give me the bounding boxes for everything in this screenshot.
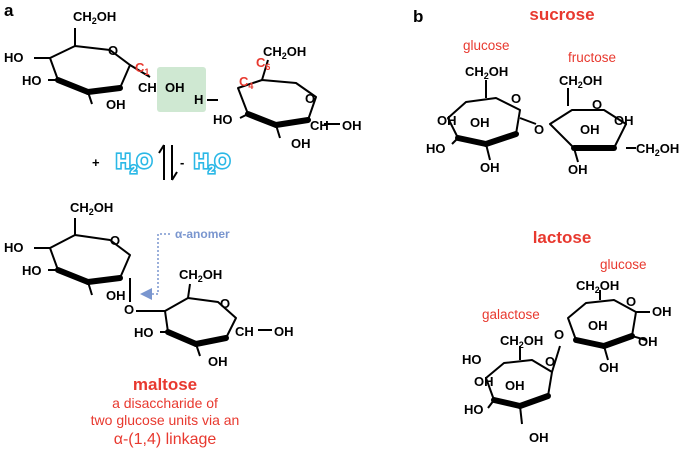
c4-label: C4 <box>239 74 253 91</box>
svg-text:O: O <box>534 122 544 137</box>
svg-text:OH: OH <box>291 136 311 151</box>
svg-text:HO: HO <box>134 325 154 340</box>
glucose-ring-1: CH2OH O HO HO OH C1 CH <box>4 9 157 112</box>
svg-text:two glucose units via an: two glucose units via an <box>91 412 240 428</box>
svg-text:HO: HO <box>22 263 42 278</box>
svg-text:O: O <box>305 91 315 106</box>
svg-text:OH: OH <box>165 80 185 95</box>
svg-text:OH: OH <box>638 334 658 349</box>
svg-text:O: O <box>220 296 230 311</box>
svg-text:CH2OH: CH2OH <box>73 9 116 26</box>
svg-text:a disaccharide of: a disaccharide of <box>112 395 218 411</box>
svg-text:CH2OH: CH2OH <box>70 200 113 217</box>
svg-text:H2O: H2O <box>194 151 230 176</box>
svg-text:α-(1,4) linkage: α-(1,4) linkage <box>114 431 217 448</box>
svg-text:HO: HO <box>462 352 482 367</box>
sucrose-glucose-label: glucose <box>463 38 510 53</box>
svg-text:CH2OH: CH2OH <box>576 278 619 295</box>
svg-text:HO: HO <box>22 73 42 88</box>
svg-text:OH: OH <box>505 378 525 393</box>
svg-text:HO: HO <box>213 112 233 127</box>
svg-text:OH: OH <box>480 160 500 175</box>
svg-text:OH: OH <box>614 113 634 128</box>
svg-text:O: O <box>592 97 602 112</box>
anomer-label: α-anomer <box>175 227 230 241</box>
svg-text:OH: OH <box>580 122 600 137</box>
svg-text:H2O: H2O <box>116 151 152 176</box>
svg-text:CH2OH: CH2OH <box>465 64 508 81</box>
svg-text:OH: OH <box>106 97 126 112</box>
lactose-glucose-label: glucose <box>600 257 647 272</box>
ring-oxygen: O <box>108 43 118 58</box>
svg-text:OH: OH <box>474 374 494 389</box>
svg-text:+: + <box>92 155 100 170</box>
hydrolysis-equilibrium: + H2O - H2O <box>92 144 232 181</box>
c6-label: C6 <box>256 55 270 72</box>
svg-text:CH2OH: CH2OH <box>263 44 306 61</box>
maltose-title: maltose <box>133 375 197 394</box>
svg-text:HO: HO <box>464 402 484 417</box>
glucose-ring-2: C6 CH2OH C4 O HO OH CH OH <box>213 44 362 151</box>
svg-text:OH: OH <box>599 360 619 375</box>
lactose-glucose-ring: CH2OH O OH OH OH OH O <box>554 278 672 375</box>
svg-text:-: - <box>180 155 184 170</box>
svg-text:HO: HO <box>426 141 446 156</box>
svg-text:OH: OH <box>652 304 672 319</box>
glycosidic-oxygen: O <box>124 302 134 317</box>
svg-text:OH: OH <box>568 162 588 177</box>
svg-text:HO: HO <box>4 240 24 255</box>
svg-text:OH: OH <box>470 115 490 130</box>
svg-text:CH2OH: CH2OH <box>559 73 602 90</box>
sucrose-fructose-label: fructose <box>568 50 616 65</box>
maltose-ring-2: CH2OH O HO OH CH OH <box>134 267 294 369</box>
svg-text:O: O <box>554 327 564 342</box>
svg-text:OH: OH <box>437 113 457 128</box>
svg-text:OH: OH <box>106 288 126 303</box>
sucrose-fructose-ring: CH2OH O OH OH OH CH2OH <box>549 73 679 177</box>
lactose-title: lactose <box>533 228 592 247</box>
svg-text:O: O <box>511 91 521 106</box>
maltose-ring-1: CH2OH O HO HO OH O <box>4 200 134 317</box>
svg-text:CH: CH <box>310 118 329 133</box>
c1-label: C1 <box>135 60 149 77</box>
svg-text:OH: OH <box>342 118 362 133</box>
svg-text:CH: CH <box>138 80 157 95</box>
svg-text:OH: OH <box>208 354 228 369</box>
svg-text:H: H <box>194 92 203 107</box>
anomer-arrow <box>140 233 170 300</box>
svg-text:OH: OH <box>529 430 549 445</box>
lactose-galactose-ring: CH2OH HO O OH OH HO OH <box>462 333 561 445</box>
svg-text:HO: HO <box>4 50 24 65</box>
water-highlight-box <box>157 67 206 112</box>
panel-b-label: b <box>413 7 423 26</box>
lactose-galactose-label: galactose <box>482 307 540 322</box>
maltose-caption: maltose a disaccharide of two glucose un… <box>91 375 240 448</box>
panel-a-label: a <box>4 1 14 20</box>
svg-text:O: O <box>110 233 120 248</box>
svg-text:CH2OH: CH2OH <box>179 267 222 284</box>
svg-text:OH: OH <box>588 318 608 333</box>
sucrose-title: sucrose <box>529 5 594 24</box>
svg-text:CH2OH: CH2OH <box>500 333 543 350</box>
svg-text:CH: CH <box>235 324 254 339</box>
svg-text:O: O <box>626 294 636 309</box>
sucrose-glucose-ring: CH2OH O OH OH HO OH O <box>426 64 544 175</box>
svg-text:OH: OH <box>274 324 294 339</box>
svg-text:CH2OH: CH2OH <box>636 141 679 158</box>
svg-text:O: O <box>545 354 555 369</box>
